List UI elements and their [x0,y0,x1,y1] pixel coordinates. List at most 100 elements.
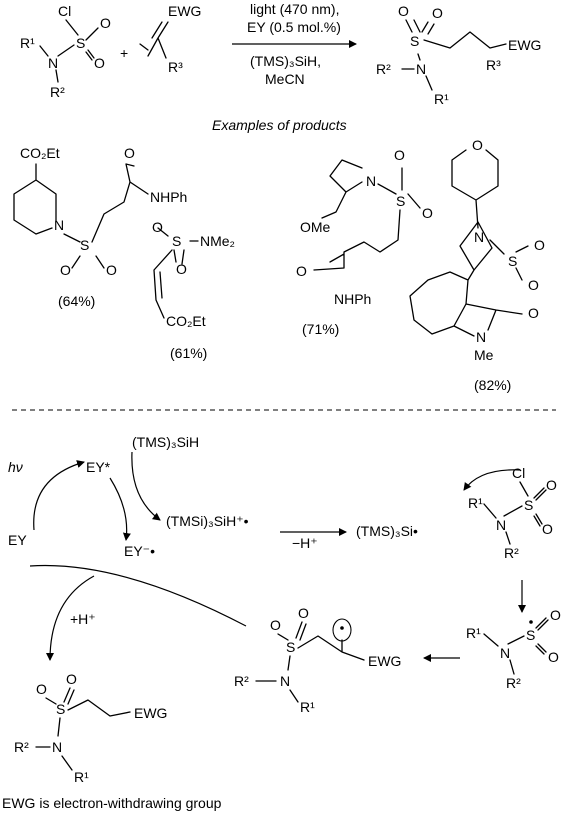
label-n-ind: N [476,329,486,345]
label-n: N [366,173,376,189]
yield-64: (64%) [58,293,95,309]
product-71: N S O O OMe O NHPh (71%) [296,147,433,337]
label-o1: O [550,607,561,623]
cond-light: light (470 nm), [250,1,339,17]
radical-orbital [332,618,352,642]
label-s: S [410,33,419,49]
label-o1: O [60,262,71,278]
label-s: S [76,35,85,51]
label-n-morph: N [474,229,484,245]
label-n: N [496,517,506,533]
label-r2: R² [376,61,391,77]
label-o-ketone: O [528,305,539,321]
label-plus-h: +H⁺ [70,611,96,627]
yield-61: (61%) [170,345,207,361]
label-s: S [172,233,181,249]
label-o-top: O [100,15,111,31]
label-r1: R¹ [466,625,481,641]
label-n: N [52,739,62,755]
label-r2: R² [50,84,65,100]
product-64: CO₂Et N S O O O NHPh (64%) [13,145,187,309]
product-82: O N S O O O N Me (82%) [409,137,545,393]
label-s: S [286,639,295,655]
label-nhph: NHPh [334,291,371,307]
label-nhph: NHPh [150,189,187,205]
label-co2et: CO₂Et [166,313,206,329]
label-o-bottom: O [94,55,105,71]
label-ewg: EWG [168,3,201,19]
radical-dot [340,626,344,630]
label-r1: R¹ [20,35,35,51]
label-o1: O [394,147,405,163]
label-tms-sih: (TMS)₃SiH [132,434,199,450]
label-o1: O [152,219,163,235]
mech-product: O O S R² N R¹ EWG [14,671,167,785]
mech-radical-adduct: O O S R² N R¹ EWG [234,605,401,715]
label-r1: R¹ [468,495,483,511]
examples-heading: Examples of products [212,117,347,133]
conditions: light (470 nm), EY (0.5 mol.%) (TMS)₃SiH… [232,1,357,87]
arrow-excitation [33,460,85,531]
label-ey-star: EY* [86,459,111,475]
label-cl: Cl [512,465,525,481]
label-me: Me [474,347,494,363]
label-ey-radical-anion: EY⁻• [124,543,155,559]
cond-silane: (TMS)₃SiH, [250,53,321,69]
label-ey: EY [8,532,27,548]
label-silane-radical-cation: (TMSi)₃SiH⁺• [166,513,249,529]
label-o2: O [542,521,553,537]
label-o-ring: O [472,137,483,153]
label-o2: O [66,671,77,687]
label-r2: R² [506,675,521,691]
label-s: S [80,237,89,253]
label-ome: OMe [300,219,331,235]
arrow-reduction [109,477,131,541]
label-o1: O [270,617,281,633]
curve-electron-return [29,564,247,627]
label-n: N [280,673,290,689]
label-minus-h: −H⁺ [292,535,318,551]
label-o: O [398,3,409,19]
label-o2: O [176,261,187,277]
label-r1: R¹ [434,91,449,107]
mech-sulfamoyl-chloride: Cl R¹ N S R² O O [468,465,557,561]
cond-solvent: MeCN [265,71,305,87]
label-cl: Cl [58,3,71,19]
label-o2: O [432,5,443,21]
product-general: O O S R² N R¹ R³ EWG [376,3,541,107]
footnote: EWG is electron-withdrawing group [2,795,222,811]
label-s: S [524,497,533,513]
label-n: N [54,217,64,233]
label-s: S [508,253,517,269]
label-ewg: EWG [134,705,167,721]
mech-sulfamoyl-radical: R¹ N S R² O O [466,607,561,691]
reagent-alkene: EWG R³ [139,3,201,75]
label-o-amide: O [124,145,135,161]
plus-sign: + [120,45,128,61]
label-o2: O [422,205,433,221]
label-o2: O [298,605,309,621]
label-n: N [416,61,426,77]
label-r2: R² [14,739,29,755]
yield-82: (82%) [474,377,511,393]
arrow-cl-abstraction [463,469,521,491]
label-co2et: CO₂Et [20,145,60,161]
label-nme2: NMe₂ [200,233,235,249]
label-s: S [396,193,405,209]
arrow-protonation [46,575,95,661]
label-s: S [56,701,65,717]
mechanism: hν EY* (TMS)₃SiH EY EY⁻• (TMSi)₃SiH⁺• −H… [8,434,561,785]
label-o1: O [546,477,557,493]
label-o2: O [106,262,117,278]
label-r2: R² [234,673,249,689]
label-r2: R² [504,545,519,561]
label-r3: R³ [168,59,183,75]
label-o2: O [528,277,539,293]
reagent-sulfamoyl-chloride: Cl R¹ N R² S O O [20,3,111,100]
label-o-amide: O [296,263,307,279]
label-s: S [526,627,535,643]
yield-71: (71%) [302,321,339,337]
label-o2: O [548,649,559,665]
label-ewg: EWG [508,37,541,53]
